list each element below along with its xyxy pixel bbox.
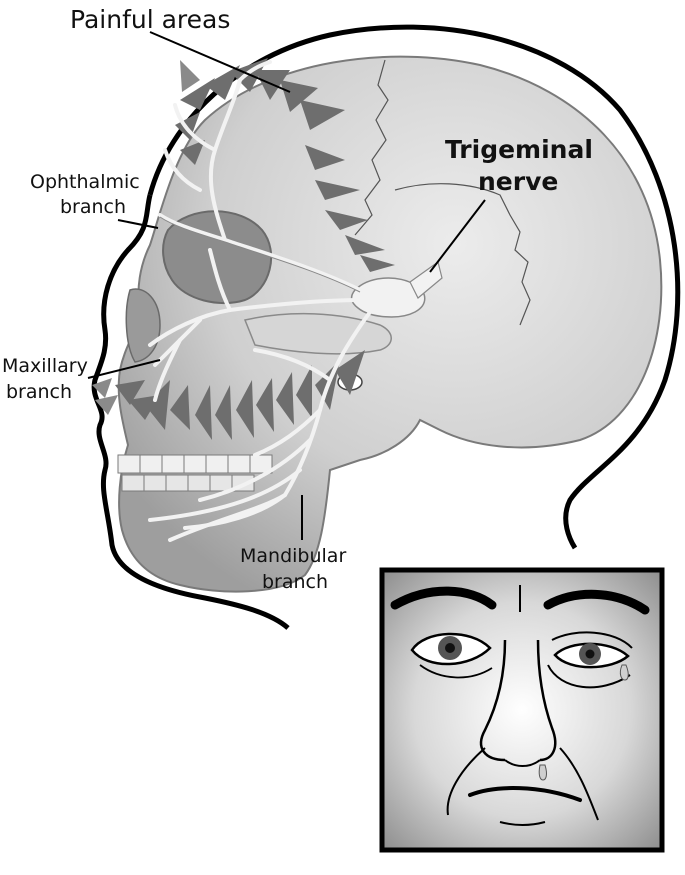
head-outline — [147, 24, 681, 550]
left-nasolabial-fold — [446, 747, 486, 816]
ophthalmic-nerve-outline — [159, 216, 361, 293]
mandibular-nerve-branch — [148, 310, 372, 542]
right-pupil — [585, 649, 595, 659]
lower-teeth — [121, 474, 255, 492]
label-mandibular-line2: branch — [262, 571, 328, 593]
nose-tip — [504, 759, 541, 767]
label-ophthalmic-line1: Ophthalmic — [30, 171, 140, 193]
mouth — [468, 786, 582, 802]
right-eyebrow — [543, 589, 650, 615]
lower-lip-line — [499, 821, 546, 826]
coronal-suture — [354, 59, 389, 236]
leader-trigeminal — [429, 199, 486, 273]
trigeminal-ganglion — [350, 277, 426, 318]
right-eye-bag — [547, 664, 631, 689]
right-nasolabial-fold — [559, 747, 599, 821]
ophthalmic-nerve-branch — [158, 60, 362, 292]
leader-painful-areas — [149, 31, 291, 93]
nose-left-line — [479, 639, 507, 762]
left-pupil — [445, 643, 455, 653]
right-eyelid-droop — [551, 631, 633, 649]
tear-drop — [619, 664, 629, 681]
trigeminal-root — [409, 260, 443, 299]
left-eyebrow — [390, 586, 497, 610]
label-ophthalmic-line2: branch — [60, 196, 126, 218]
label-painful-areas: Painful areas — [70, 5, 230, 34]
face-profile-outline — [91, 194, 290, 630]
inset-face-panel — [379, 567, 665, 853]
left-lower-lid — [419, 664, 493, 679]
upper-teeth — [117, 454, 273, 474]
label-maxillary-line2: branch — [6, 381, 72, 403]
label-maxillary-line1: Maxillary — [2, 355, 88, 377]
nose-right-line — [536, 639, 557, 762]
eye-socket — [162, 210, 272, 304]
label-trigeminal-line2: nerve — [478, 167, 558, 196]
label-mandibular-line1: Mandibular — [240, 545, 346, 567]
nasal-drip — [538, 764, 547, 781]
label-trigeminal-line1: Trigeminal — [445, 135, 593, 164]
painful-zone-nasal — [92, 60, 200, 415]
squamosal-suture — [394, 183, 531, 326]
zygomatic-arch — [243, 312, 392, 355]
leader-maxillary — [87, 359, 161, 379]
leader-ophthalmic — [117, 219, 159, 229]
